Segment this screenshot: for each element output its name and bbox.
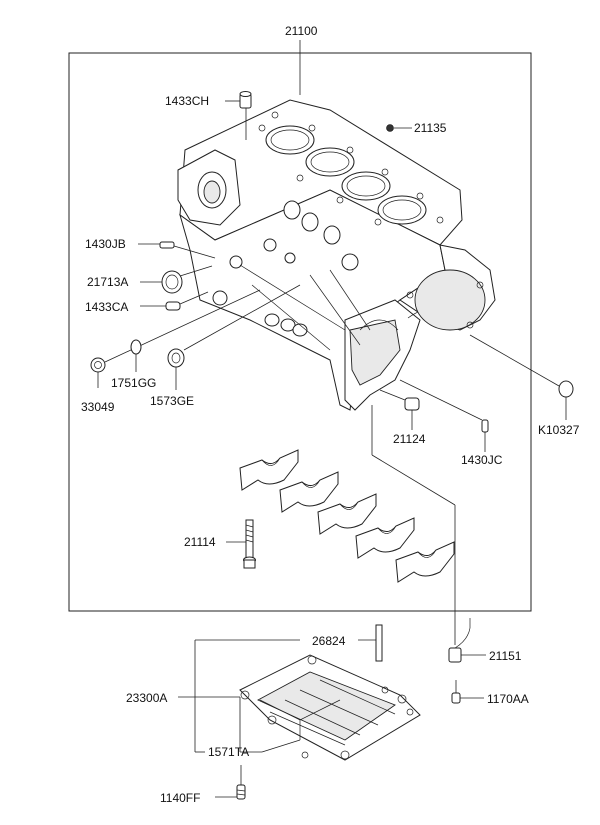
label-21151: 21151 bbox=[489, 649, 522, 663]
label-K10327: K10327 bbox=[538, 423, 580, 437]
pin-26824 bbox=[358, 624, 383, 662]
label-23300A: 23300A bbox=[126, 691, 168, 705]
ladder-frame-23300A bbox=[239, 654, 421, 761]
washer-1751GG bbox=[130, 339, 142, 372]
bolt-1140FF bbox=[215, 765, 246, 800]
label-1573GE: 1573GE bbox=[150, 394, 195, 408]
cap-bolt-21114 bbox=[226, 519, 256, 569]
label-21135: 21135 bbox=[414, 121, 447, 135]
seal-1573GE bbox=[167, 284, 301, 390]
label-1751GG: 1751GG bbox=[111, 376, 157, 390]
label-26824: 26824 bbox=[312, 634, 346, 648]
label-1140FF: 1140FF bbox=[160, 791, 201, 805]
seal-21713A bbox=[140, 265, 213, 294]
dowel-21124 bbox=[379, 389, 420, 430]
label-21114: 21114 bbox=[184, 535, 216, 549]
cylinder-block bbox=[177, 99, 496, 411]
label-21100: 21100 bbox=[285, 24, 318, 38]
cap-K10327 bbox=[469, 334, 574, 420]
label-21124: 21124 bbox=[393, 432, 426, 446]
dowel-sleeve-1433CH bbox=[225, 91, 252, 140]
plug-21135 bbox=[386, 124, 412, 132]
label-33049: 33049 bbox=[81, 400, 115, 414]
label-1433CA: 1433CA bbox=[85, 300, 129, 314]
bearing-caps bbox=[239, 449, 455, 583]
drain-plug-33049 bbox=[90, 289, 261, 388]
pin-1430JC bbox=[399, 379, 489, 452]
bolt-1170AA bbox=[451, 680, 484, 704]
label-1170AA: 1170AA bbox=[487, 692, 529, 706]
label-1571TA: 1571TA bbox=[208, 745, 250, 759]
label-1430JC: 1430JC bbox=[461, 453, 503, 467]
sleeve-1433CA bbox=[140, 291, 209, 311]
label-21713A: 21713A bbox=[87, 275, 129, 289]
sensor-21151 bbox=[448, 618, 486, 663]
label-1430JB: 1430JB bbox=[85, 237, 126, 251]
pin-1430JB bbox=[138, 241, 216, 259]
label-1433CH: 1433CH bbox=[165, 94, 210, 108]
